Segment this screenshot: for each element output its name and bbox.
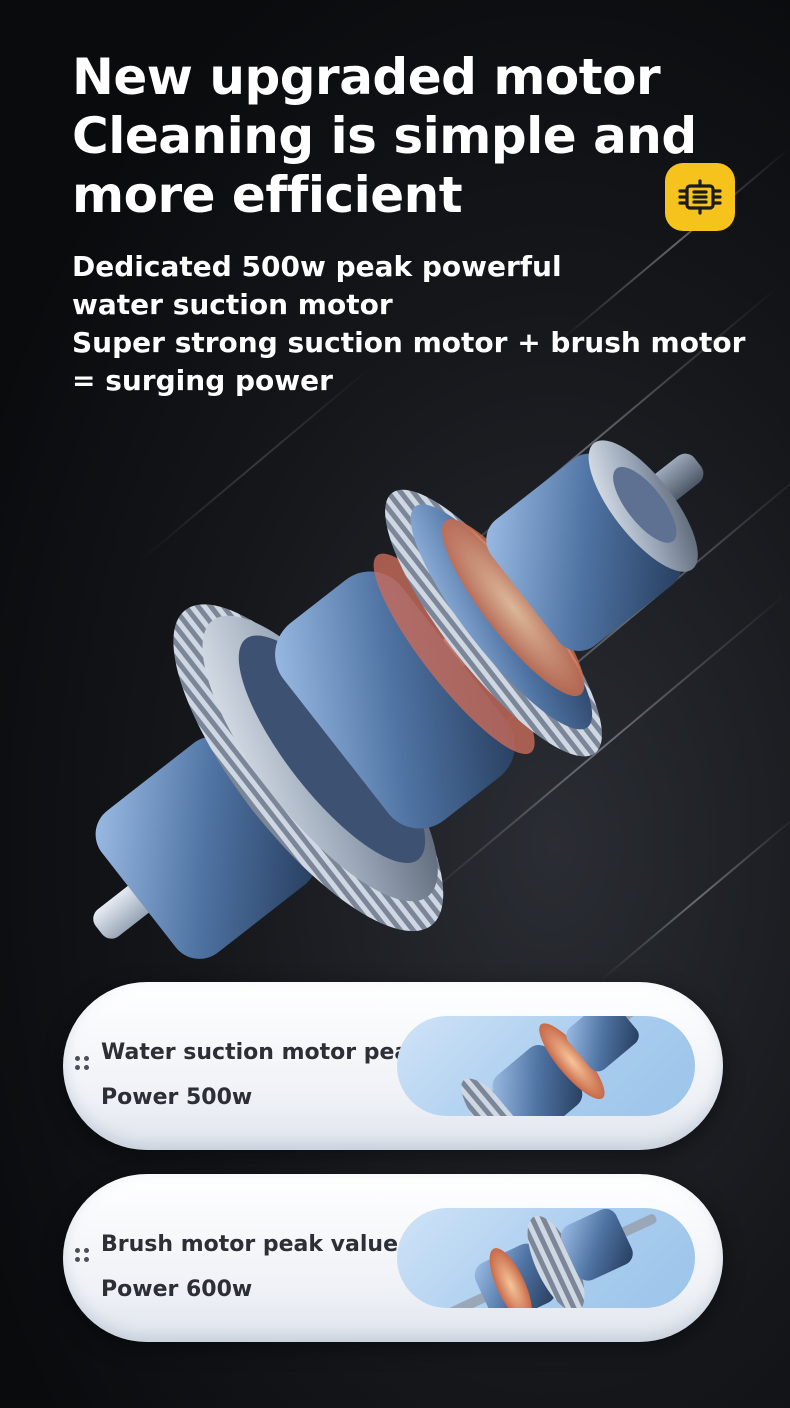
description-line: = surging power [72,364,333,397]
chip-icon [678,179,722,215]
chip-badge [665,163,735,231]
spec-label: Brush motor peak value [101,1232,398,1257]
spec-value: Power 600w [101,1277,253,1302]
description-line: Dedicated 500w peak powerful [72,250,562,283]
headline-line: more efficient [72,166,463,224]
description: Dedicated 500w peak powerful water sucti… [72,248,746,400]
motor-thumbnail [397,1016,695,1116]
spec-value: Power 500w [101,1085,253,1110]
motor-illustration [93,440,704,959]
grip-dots-icon [75,1056,91,1072]
headline: New upgraded motor Cleaning is simple an… [72,48,697,225]
spec-card-water-suction: Water suction motor peak Power 500w [63,982,723,1150]
spec-text: Water suction motor peak Power 500w [101,1030,424,1120]
description-line: water suction motor [72,288,393,321]
motor-thumbnail [397,1208,695,1308]
spec-card-brush-motor: Brush motor peak value Power 600w [63,1174,723,1342]
headline-line: New upgraded motor [72,48,661,106]
headline-line: Cleaning is simple and [72,107,697,165]
description-line: Super strong suction motor + brush motor [72,326,746,359]
grip-dots-icon [75,1248,91,1264]
spec-text: Brush motor peak value Power 600w [101,1222,398,1312]
spec-label: Water suction motor peak [101,1040,424,1065]
